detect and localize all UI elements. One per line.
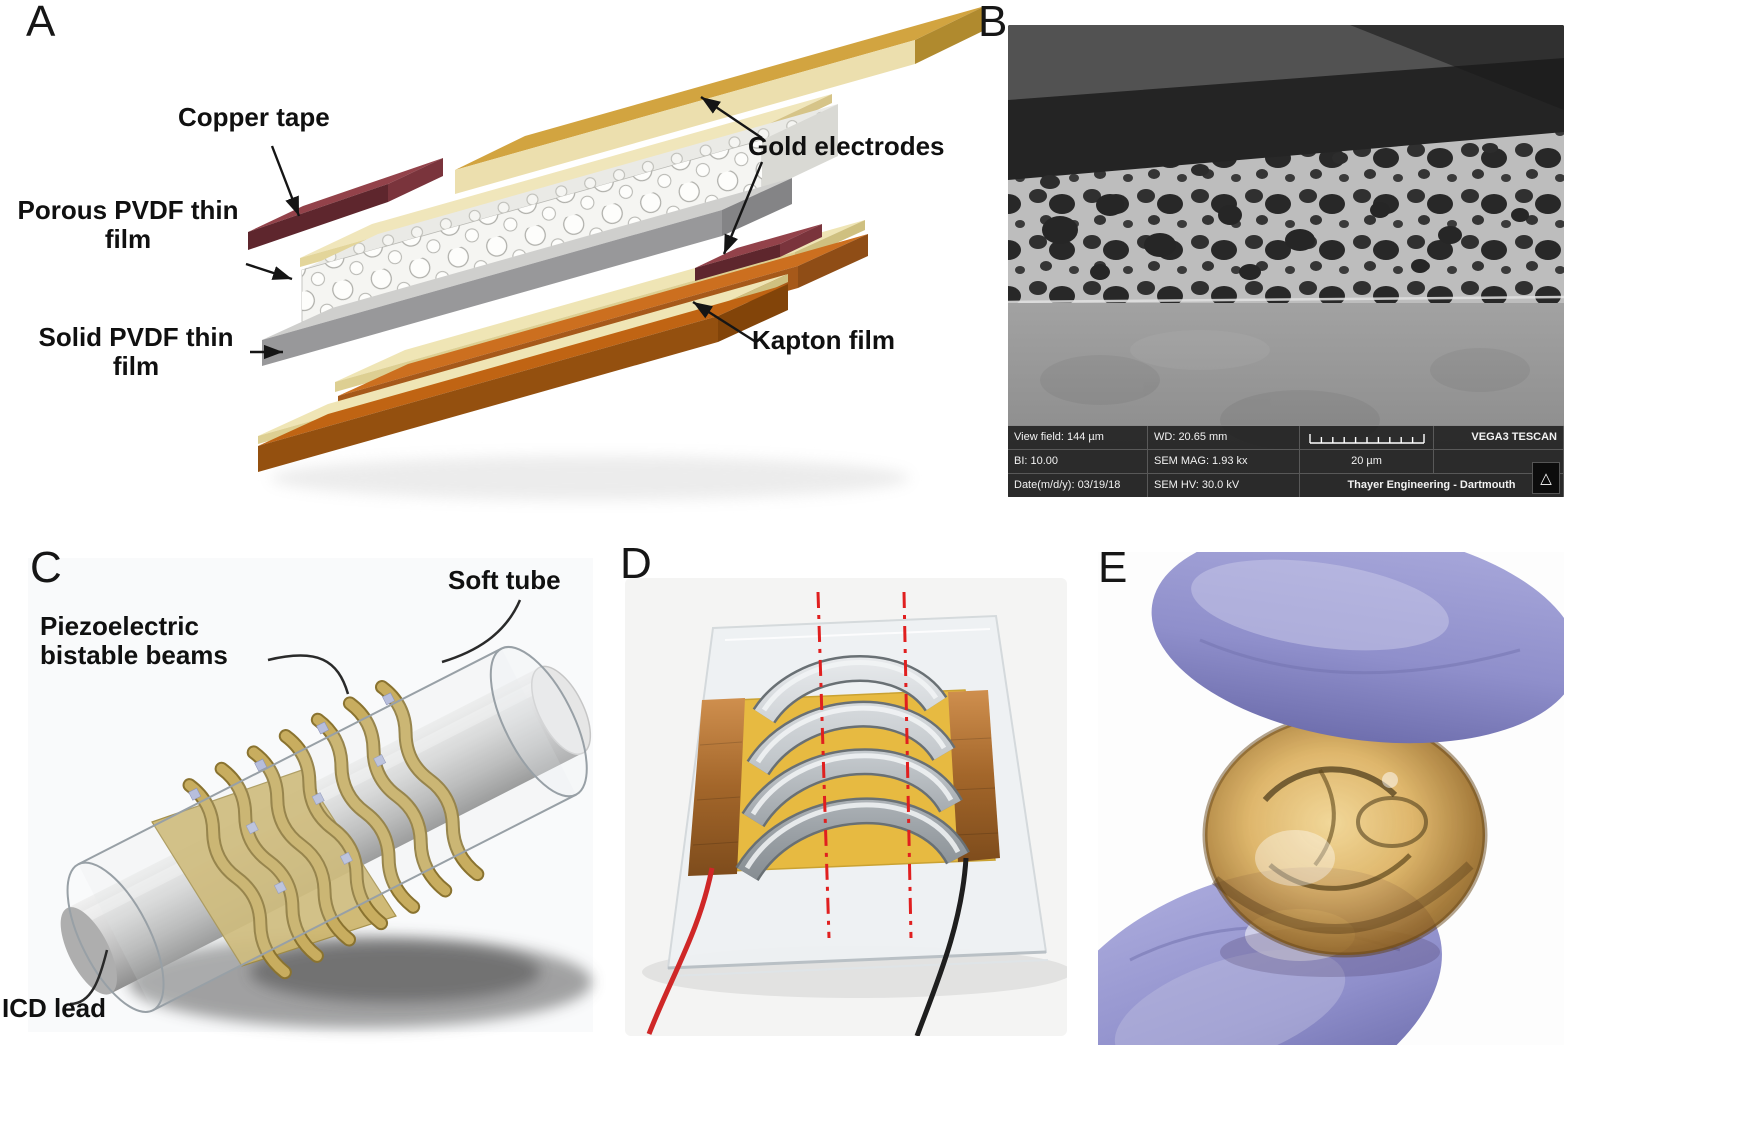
sem-date: Date(m/d/y): 03/19/18 — [1008, 474, 1148, 498]
arrow-kapton — [692, 300, 757, 344]
flexible-device — [1202, 712, 1488, 958]
copper-strip-left — [688, 698, 745, 876]
label-solid-pvdf: Solid PVDF thin film — [38, 322, 234, 382]
sem-hv: SEM HV: 30.0 kV — [1148, 474, 1300, 498]
label-copper-tape: Copper tape — [178, 102, 330, 132]
panel-d-letter: D — [620, 539, 652, 588]
sem-scale-label: 20 µm — [1300, 450, 1434, 474]
panel-a-schematic — [245, 6, 985, 500]
red-wire — [646, 867, 715, 1035]
label-piezo-beams: Piezoelectric bistable beams — [40, 611, 228, 671]
soft-tube-outline — [66, 645, 588, 1013]
arrow-copper-tape — [270, 145, 301, 217]
connector-soft-tube — [441, 599, 522, 664]
kapton-layer-lower — [258, 284, 788, 472]
copper-tape-right — [695, 224, 822, 281]
connector-piezo-beams — [267, 654, 350, 695]
arrow-porous-pvdf — [245, 262, 293, 281]
sem-info-bar: View field: 144 µm WD: 20.65 mm VEGA3 TE… — [1008, 425, 1564, 498]
sem-lab: Thayer Engineering - Dartmouth — [1300, 474, 1564, 498]
schematic-floor-shadow — [270, 456, 910, 500]
piezoelectric-beams — [184, 684, 483, 975]
panel-b-sem-image — [1008, 25, 1564, 497]
annotation-connectors-c — [69, 599, 522, 1006]
arrow-gold-top — [700, 96, 763, 139]
solid-pvdf-layer — [262, 178, 792, 366]
panel-e-letter: E — [1098, 543, 1128, 592]
panel-b-letter: B — [978, 0, 1008, 46]
panel-a-letter: A — [26, 0, 56, 46]
sem-mag: SEM MAG: 1.93 kx — [1148, 450, 1300, 474]
gold-electrode-top-layer — [455, 6, 985, 194]
panel-c-letter: C — [30, 543, 62, 592]
panel-d-photo — [625, 578, 1067, 1036]
label-gold-electrodes: Gold electrodes — [748, 131, 945, 161]
glove-thumb-top — [1151, 552, 1564, 744]
sem-vendor: VEGA3 TESCAN — [1434, 426, 1564, 450]
connector-icd-lead — [69, 949, 109, 1006]
sem-empty-cell — [1434, 450, 1564, 474]
sem-bi: BI: 10.00 — [1008, 450, 1148, 474]
label-soft-tube: Soft tube — [448, 565, 561, 595]
panel-c-render — [28, 558, 593, 1032]
beam-contact-pads — [188, 692, 396, 894]
label-icd-lead: ICD lead — [2, 993, 107, 1023]
tescan-logo-icon: △ — [1532, 462, 1560, 494]
black-wire — [914, 857, 969, 1036]
curved-beams — [735, 655, 970, 882]
panel-e-photo — [1098, 552, 1564, 1045]
scale-ruler-icon — [1308, 433, 1425, 444]
label-porous-pvdf: Porous PVDF thin film — [17, 195, 239, 255]
annotation-arrows-a — [245, 96, 764, 360]
dash-dot-lines — [816, 591, 913, 939]
sem-scale-ruler — [1300, 426, 1434, 450]
sem-wd: WD: 20.65 mm — [1148, 426, 1300, 450]
label-kapton-film: Kapton film — [752, 325, 895, 355]
arrow-gold-bottom — [722, 161, 764, 255]
sem-view-field: View field: 144 µm — [1008, 426, 1148, 450]
sem-large-pores — [1042, 194, 1529, 280]
copper-strip-right — [948, 690, 1000, 862]
